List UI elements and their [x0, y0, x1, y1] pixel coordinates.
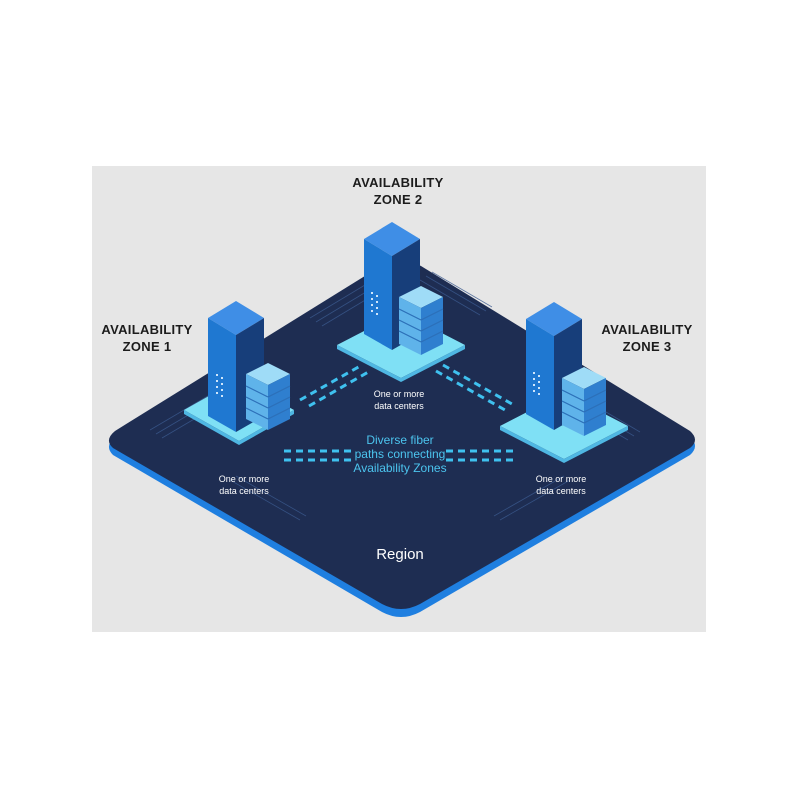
zone2-dc-line1: One or more — [373, 389, 425, 399]
zone2-dc-label: One or more data centers — [344, 388, 454, 412]
zone2-title-line2: ZONE 2 — [373, 192, 423, 207]
zone1-dc-line2: data centers — [219, 486, 269, 496]
zone3-dc-line1: One or more — [535, 474, 587, 484]
zone3-dc-label: One or more data centers — [506, 473, 616, 497]
fiber-label-line1: Diverse fiber — [366, 433, 434, 447]
region-label: Region — [376, 546, 424, 563]
zone2-server-stack — [398, 286, 444, 355]
zone2-title: AVAILABILITY ZONE 2 — [318, 174, 478, 208]
zone1-dc-line1: One or more — [218, 474, 270, 484]
zone2-dc-line2: data centers — [374, 401, 424, 411]
fiber-paths-label: Diverse fiber paths connecting Availabil… — [330, 433, 470, 475]
zone1-server-stack — [245, 363, 291, 430]
zone3-title-line1: AVAILABILITY — [601, 322, 693, 337]
zone1-dc-label: One or more data centers — [189, 473, 299, 497]
fiber-label-line2: paths connecting — [354, 447, 446, 461]
fiber-paths — [284, 363, 517, 462]
zone3-server-stack — [561, 367, 607, 436]
zone2-title-line1: AVAILABILITY — [352, 175, 444, 190]
zone3-title-line2: ZONE 3 — [622, 339, 672, 354]
zone1-title-line1: AVAILABILITY — [101, 322, 193, 337]
zone3-dc-line2: data centers — [536, 486, 586, 496]
fiber-label-line3: Availability Zones — [353, 461, 447, 475]
zone1-title-line2: ZONE 1 — [122, 339, 172, 354]
zone1-title: AVAILABILITY ZONE 1 — [67, 321, 227, 355]
zone3-title: AVAILABILITY ZONE 3 — [567, 321, 727, 355]
